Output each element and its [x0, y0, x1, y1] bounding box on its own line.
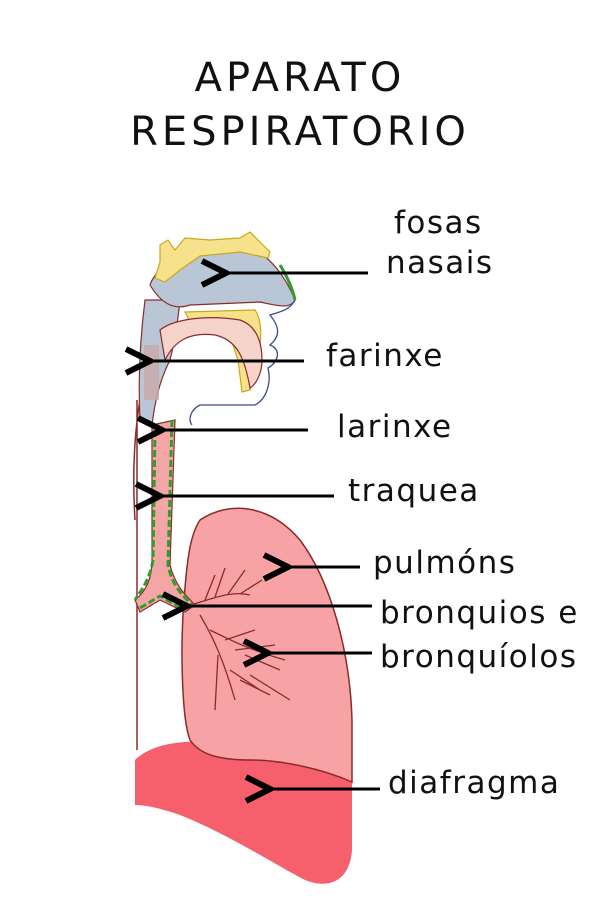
- lung-shape: [181, 507, 353, 784]
- pharynx-highlight: [144, 345, 159, 400]
- label-fosas-nasais-line1: fosas: [394, 205, 483, 241]
- label-pulmons: pulmóns: [373, 545, 517, 581]
- label-larinxe: larinxe: [337, 409, 453, 445]
- label-arrows: [150, 273, 380, 789]
- title-line-2: RESPIRATORIO: [130, 109, 470, 155]
- title-line-1: APARATO: [194, 55, 406, 101]
- label-fosas-nasais-line2: nasais: [386, 245, 494, 281]
- label-bronquios-line1: bronquios e: [380, 595, 579, 631]
- label-farinxe: farinxe: [326, 338, 444, 374]
- nasal-mucosa: [278, 264, 297, 301]
- face-outline: [189, 299, 296, 426]
- oral-tissue: [159, 317, 263, 389]
- esophagus-shape: [133, 399, 141, 750]
- label-diafragma: diafragma: [388, 765, 561, 801]
- diaphragm-shape: [135, 741, 352, 884]
- bronchioles: [189, 567, 291, 711]
- label-traquea: traquea: [348, 473, 480, 509]
- nasal-bone: [154, 231, 271, 283]
- label-bronquios-line2: bronquíolos: [380, 639, 578, 675]
